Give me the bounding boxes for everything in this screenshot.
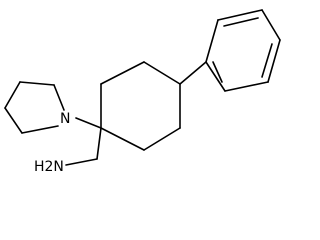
nitrogen-label: N [60,111,70,127]
bond-ph-double-3 [212,61,223,83]
bond-ph-3 [261,9,281,41]
bond-cy-6 [143,127,181,151]
bond-py-4 [4,107,23,134]
bond-ph-1 [205,19,219,63]
bond-py-3 [4,81,21,109]
pyrrolidine-ring [4,81,65,134]
bond-ch2-nh2 [65,158,98,166]
bond-ph-2 [217,9,263,21]
cyclohexane-ring [100,61,207,151]
amine-label: H2N [34,159,64,175]
bond-ph-5 [224,81,269,92]
bond-py-5 [21,125,59,134]
bond-c-ch2 [96,127,102,160]
bond-ph-4 [267,39,281,83]
bond-ph-6 [205,61,226,92]
bond-cy-1 [179,61,207,85]
bond-cy-2 [143,61,181,85]
phenyl-ring [205,9,281,92]
bond-ph-double-1 [223,17,259,27]
bond-py-2 [19,81,55,86]
bond-cy-3 [100,61,145,85]
molecule-structure: N H2N [4,9,281,175]
bond-ph-double-2 [261,43,273,78]
bond-py-1 [53,84,65,111]
bond-cy-5 [100,127,145,151]
bond-c-n [75,117,102,129]
